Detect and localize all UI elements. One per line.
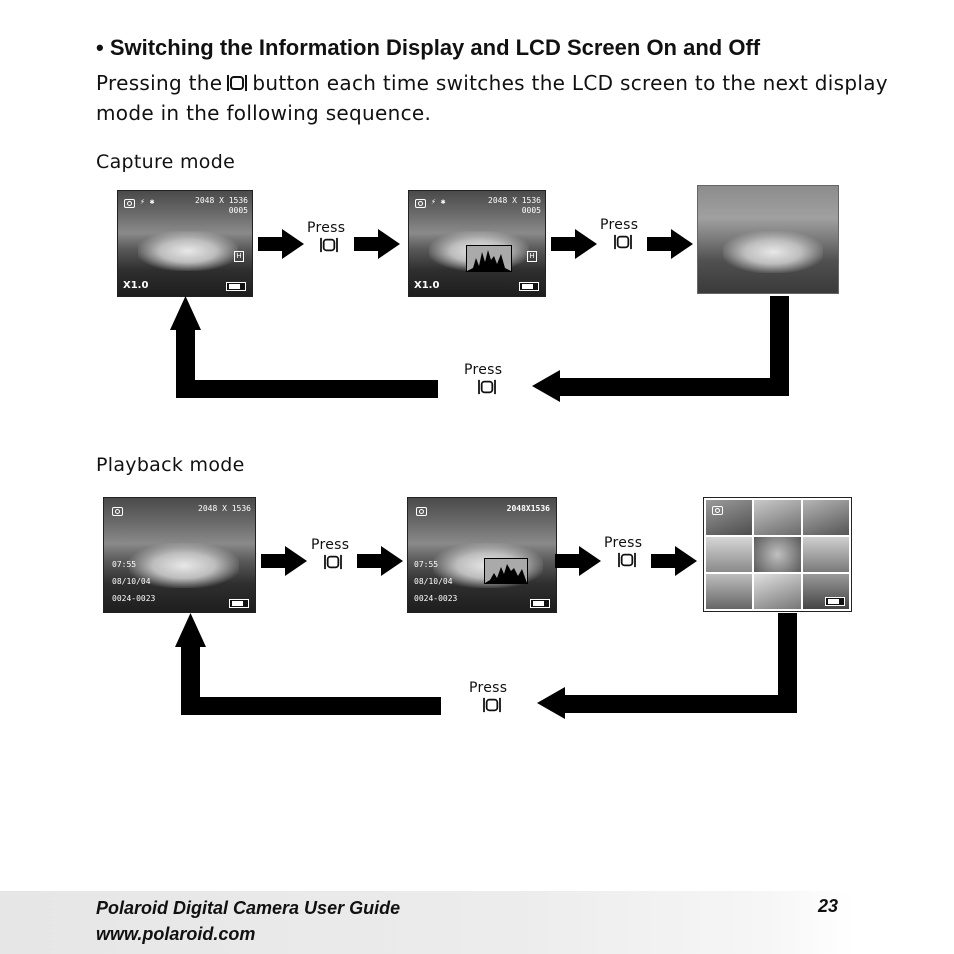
intro-text-before: Pressing the	[96, 71, 223, 95]
return-arrow-icon	[175, 613, 797, 719]
capture-screen-histogram: ⚡ ✱ 2048 X 1536 0005 H X1.0	[408, 190, 546, 297]
battery-icon	[229, 599, 249, 608]
histogram-icon	[484, 558, 528, 584]
date-readout: 08/10/04	[414, 577, 453, 586]
display-button-icon	[614, 234, 632, 250]
footer-url[interactable]: www.polaroid.com	[96, 924, 256, 944]
press-label: Press	[469, 680, 508, 696]
zoom-readout: X1.0	[123, 280, 149, 291]
display-button-icon	[227, 75, 248, 91]
resolution-readout: 2048 X 1536	[195, 196, 248, 205]
arrow-right-icon	[258, 229, 304, 259]
arrow-right-icon	[357, 546, 403, 576]
camera-icon	[112, 507, 123, 516]
thumbnail	[754, 574, 801, 609]
thumbnail	[706, 574, 753, 609]
camera-icon	[415, 199, 426, 208]
shot-count: 0005	[228, 206, 248, 215]
battery-icon	[519, 282, 539, 291]
arrow-right-icon	[354, 229, 400, 259]
display-button-icon	[324, 554, 342, 570]
shot-count: 0005	[521, 206, 541, 215]
thumbnail	[706, 537, 753, 572]
press-label: Press	[604, 535, 643, 551]
resolution-readout: 2048 X 1536	[488, 196, 541, 205]
thumbnail	[802, 500, 849, 535]
camera-icon	[124, 199, 135, 208]
capture-mode-label: Capture mode	[96, 151, 236, 173]
quality-badge: H	[234, 251, 244, 262]
histogram-icon	[466, 245, 512, 272]
page-heading: • Switching the Information Display and …	[96, 35, 761, 60]
footer-bar	[0, 891, 854, 954]
camera-icon	[416, 507, 427, 516]
battery-icon	[226, 282, 246, 291]
time-readout: 07:55	[414, 560, 439, 569]
arrow-right-icon	[551, 229, 597, 259]
thumbnail	[706, 500, 753, 535]
capture-screen-info: ⚡ ✱ 2048 X 1536 0005 H X1.0	[117, 190, 253, 297]
playback-mode-label: Playback mode	[96, 454, 245, 476]
time-readout: 07:55	[112, 560, 137, 569]
arrow-right-icon	[261, 546, 307, 576]
quality-badge: H	[527, 251, 537, 262]
press-label: Press	[600, 217, 639, 233]
arrow-right-icon	[555, 546, 601, 576]
footer-guide-title: Polaroid Digital Camera User Guide	[96, 898, 401, 918]
arrow-right-icon	[651, 546, 697, 576]
return-arrow-icon	[170, 296, 789, 402]
playback-thumbnail-grid	[703, 497, 852, 612]
thumbnail	[754, 537, 801, 572]
camera-icon	[712, 506, 723, 515]
press-label: Press	[311, 537, 350, 553]
display-button-icon	[618, 552, 636, 568]
battery-icon	[824, 597, 845, 606]
thumbnail	[754, 500, 801, 535]
display-button-icon	[483, 697, 501, 713]
date-readout: 08/10/04	[112, 577, 151, 586]
zoom-readout: X1.0	[414, 280, 440, 291]
page-number: 23	[818, 896, 839, 916]
press-label: Press	[464, 362, 503, 378]
arrow-right-icon	[647, 229, 693, 259]
playback-screen-info: 2048 X 1536 07:55 08/10/04 0024-0023	[103, 497, 256, 613]
intro-text-after: button each time switches the LCD screen…	[96, 71, 888, 125]
display-button-icon	[478, 379, 496, 395]
display-button-icon	[320, 237, 338, 253]
file-number: 0024-0023	[414, 594, 458, 603]
resolution-readout: 2048X1536	[506, 504, 550, 513]
press-label: Press	[307, 220, 346, 236]
thumbnail	[802, 574, 849, 609]
file-number: 0024-0023	[112, 594, 156, 603]
flash-icon: ⚡ ✱	[140, 197, 155, 206]
capture-screen-lcd-only	[697, 185, 839, 294]
flash-icon: ⚡ ✱	[431, 197, 446, 206]
resolution-readout: 2048 X 1536	[198, 504, 251, 513]
thumbnail	[802, 537, 849, 572]
battery-icon	[530, 599, 550, 608]
playback-screen-histogram: 2048X1536 07:55 08/10/04 0024-0023	[407, 497, 557, 613]
